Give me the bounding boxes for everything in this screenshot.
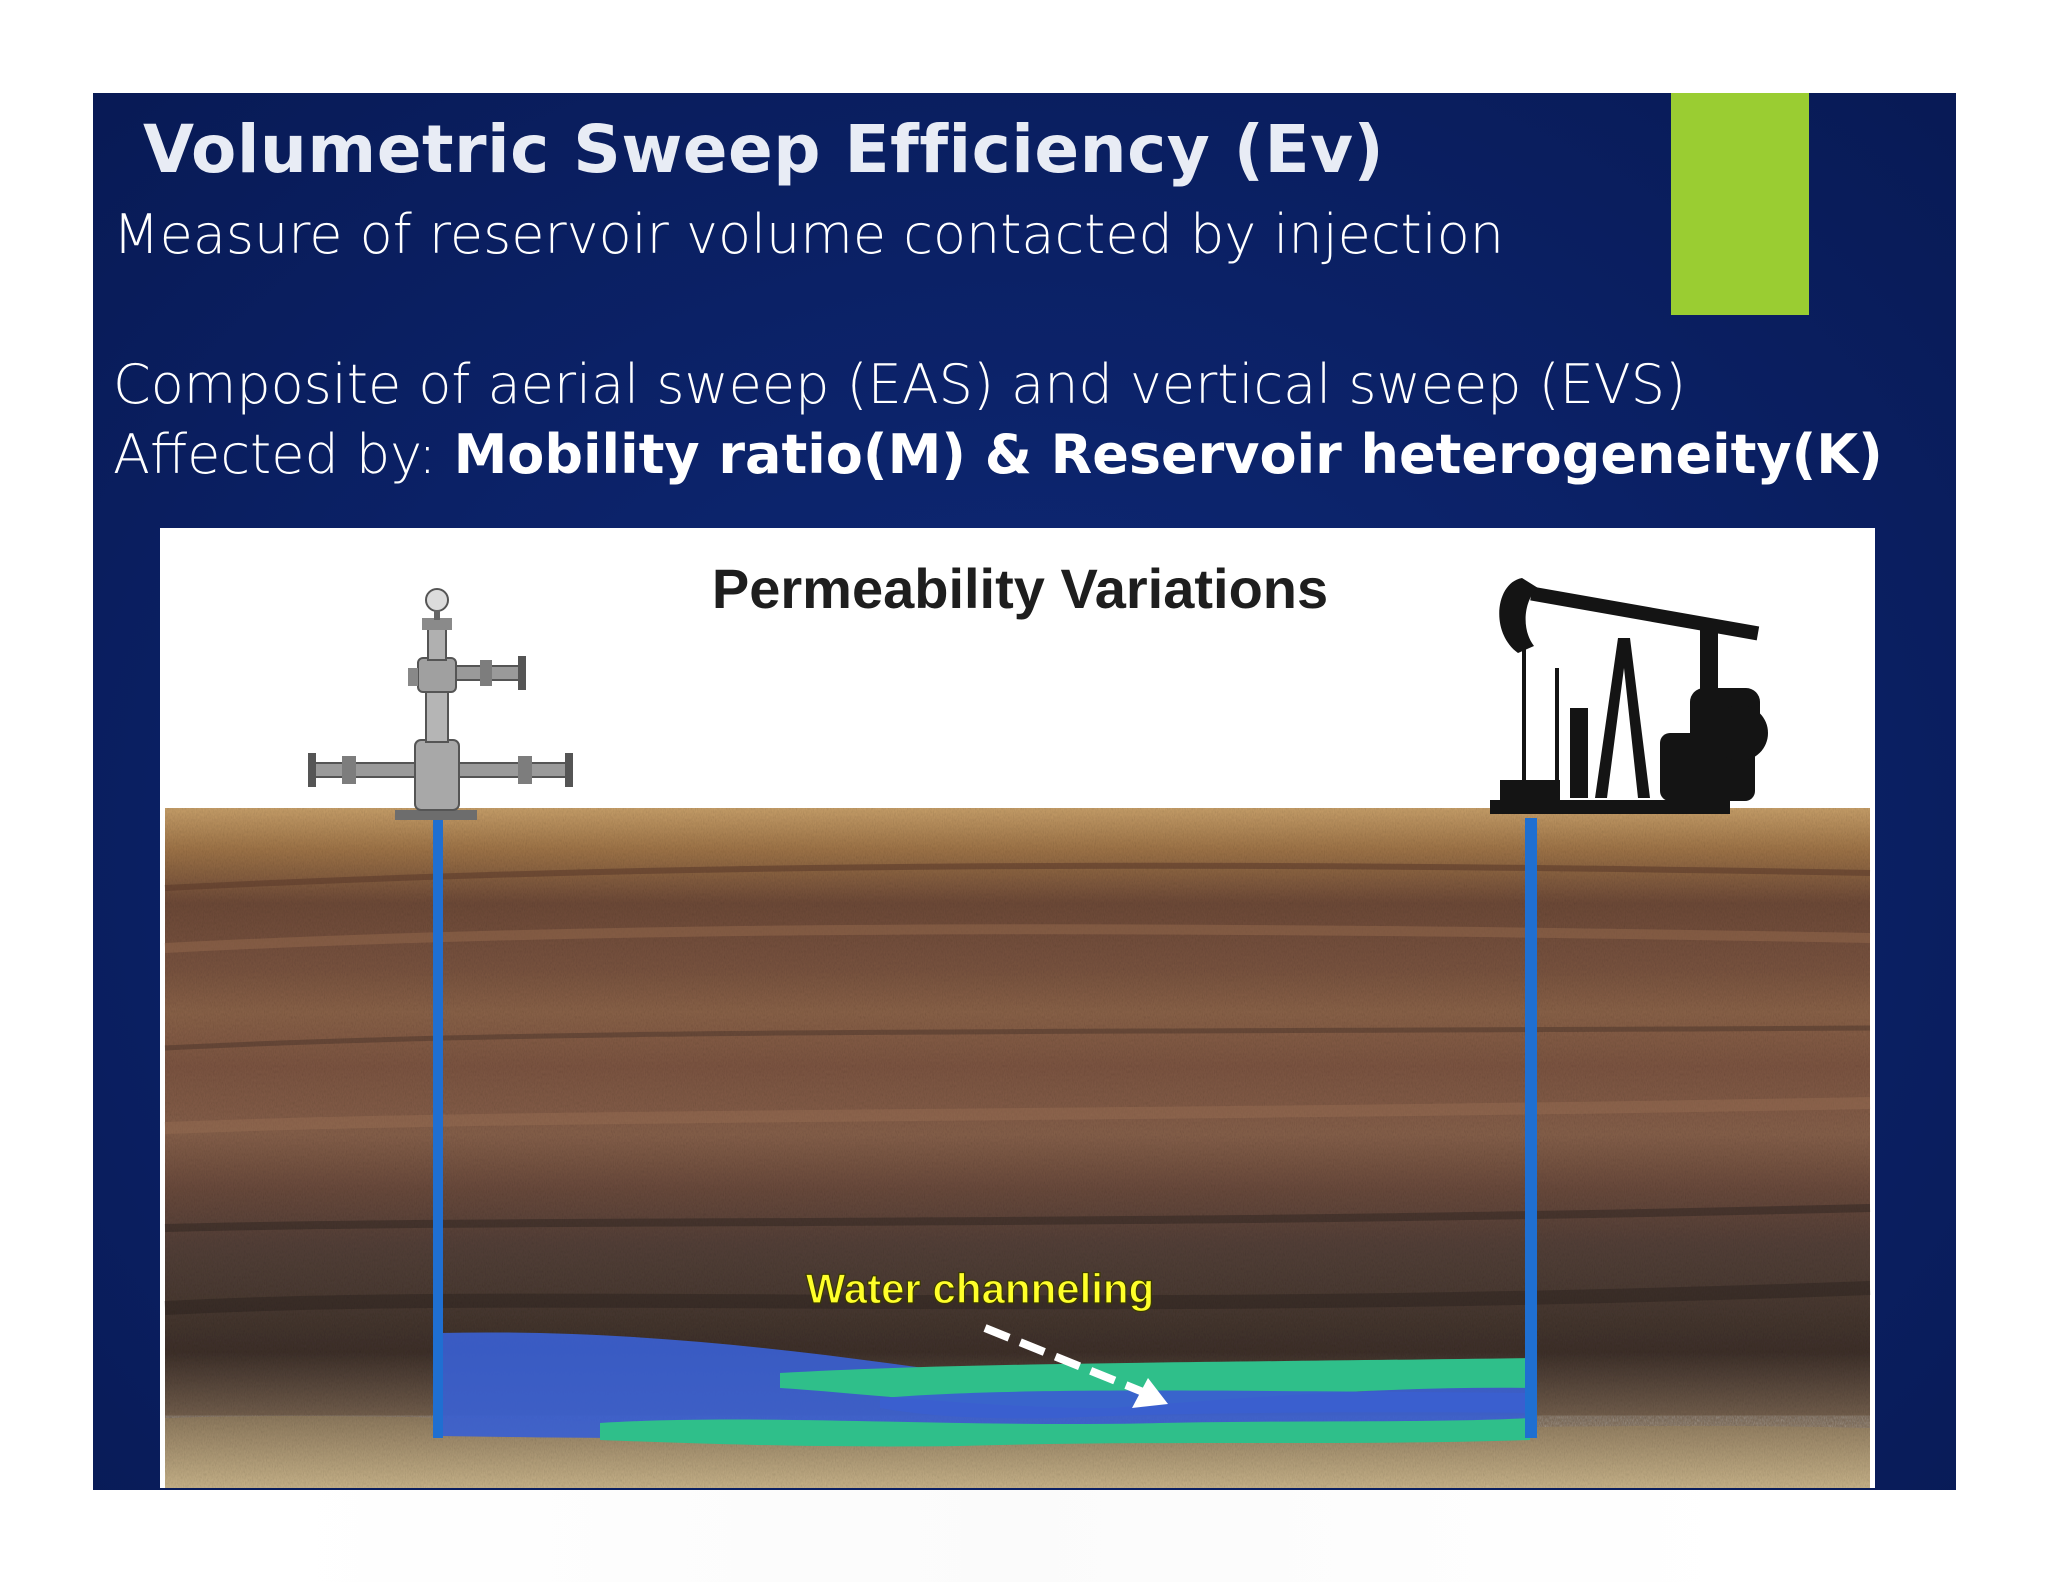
water-flood-zone <box>440 1332 1530 1447</box>
permeability-figure: Permeability Variations <box>160 528 1875 1488</box>
production-wellbore <box>1525 818 1537 1438</box>
figure-title: Permeability Variations <box>712 557 1328 620</box>
channeling-arrow <box>983 1324 1168 1408</box>
slide: Volumetric Sweep Efficiency (Ev) Measure… <box>93 93 1956 1490</box>
measure-line: Measure of reservoir volume contacted by… <box>113 203 1504 266</box>
affected-prefix: Affected by: <box>113 423 454 486</box>
injection-wellhead-icon <box>308 588 573 820</box>
accent-bar <box>1671 93 1809 315</box>
affected-factors: Mobility ratio(M) & Reservoir heterogene… <box>453 423 1883 486</box>
injection-wellbore <box>433 818 443 1438</box>
affected-line: Affected by: Mobility ratio(M) & Reservo… <box>113 423 1883 486</box>
footer-strip <box>270 1490 1750 1582</box>
composite-line: Composite of aerial sweep (EAS) and vert… <box>113 353 1687 416</box>
slide-title: Volumetric Sweep Efficiency (Ev) <box>143 111 1385 188</box>
water-channeling-label: Water channeling <box>806 1265 1155 1312</box>
pumpjack-icon <box>1490 578 1768 814</box>
reservoir-cross-section: Permeability Variations <box>164 557 1871 1488</box>
